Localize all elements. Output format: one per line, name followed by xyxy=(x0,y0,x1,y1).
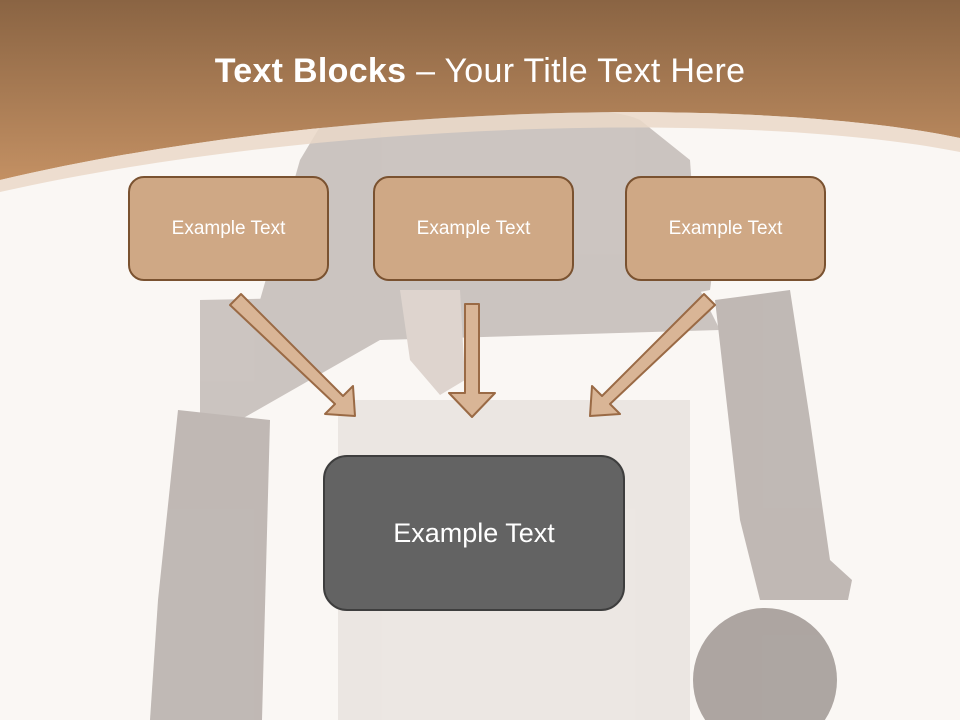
title-rest: Your Title Text Here xyxy=(444,52,746,90)
text-block-1[interactable]: Example Text xyxy=(128,176,329,281)
text-block-3-label: Example Text xyxy=(668,217,783,239)
slide-title: Text Blocks – Your Title Text Here xyxy=(0,52,960,91)
arrow-center xyxy=(448,303,496,418)
text-block-3[interactable]: Example Text xyxy=(625,176,826,281)
text-block-2[interactable]: Example Text xyxy=(373,176,574,281)
text-block-1-label: Example Text xyxy=(171,217,286,239)
main-text-block-label: Example Text xyxy=(393,517,555,548)
title-separator: – xyxy=(406,52,445,90)
main-text-block[interactable]: Example Text xyxy=(323,455,625,611)
arrow-right xyxy=(589,293,716,417)
title-bold: Text Blocks xyxy=(214,52,407,90)
arrow-left xyxy=(229,293,356,417)
text-block-2-label: Example Text xyxy=(416,217,531,239)
